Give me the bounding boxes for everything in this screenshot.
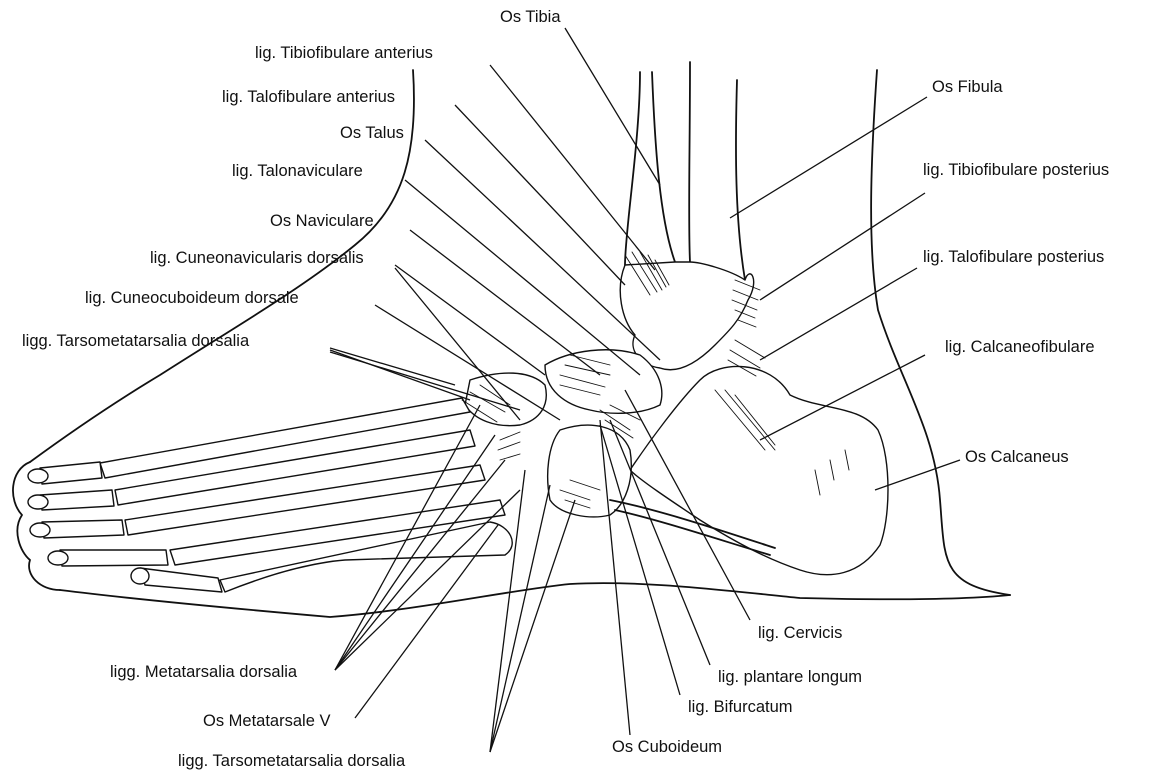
label-lig-calcaneofibulare: lig. Calcaneofibulare	[945, 338, 1095, 356]
label-lig-cervicis: lig. Cervicis	[758, 624, 842, 642]
cuneiform-shape	[465, 373, 546, 426]
label-lig-cuneocuboideum-dorsale: lig. Cuneocuboideum dorsale	[85, 289, 299, 307]
label-ligg-tarsometatarsalia-dorsalia-top: ligg. Tarsometatarsalia dorsalia	[22, 332, 250, 350]
cuboid-shape	[548, 425, 632, 517]
label-lig-bifurcatum: lig. Bifurcatum	[688, 698, 793, 716]
label-os-metatarsale-v: Os Metatarsale V	[203, 712, 330, 730]
talus-shape	[620, 262, 753, 370]
label-os-cuboideum: Os Cuboideum	[612, 738, 722, 756]
label-ligg-tarsometatarsalia-dorsalia-bottom: ligg. Tarsometatarsalia dorsalia	[178, 752, 406, 770]
label-os-tibia: Os Tibia	[500, 8, 561, 26]
label-lig-talonaviculare: lig. Talonaviculare	[232, 162, 363, 180]
label-os-naviculare: Os Naviculare	[270, 212, 374, 230]
label-lig-tibiofibulare-anterius: lig. Tibiofibulare anterius	[255, 44, 433, 62]
label-lig-talofibulare-anterius: lig. Talofibulare anterius	[222, 88, 395, 106]
label-lig-tibiofibulare-posterius: lig. Tibiofibulare posterius	[923, 161, 1109, 179]
label-os-talus: Os Talus	[340, 124, 404, 142]
navicular-shape	[545, 350, 662, 413]
label-os-calcaneus: Os Calcaneus	[965, 448, 1069, 466]
label-lig-cuneonavicularis-dorsalis: lig. Cuneonavicularis dorsalis	[150, 249, 364, 267]
label-ligg-metatarsalia-dorsalia: ligg. Metatarsalia dorsalia	[110, 663, 298, 681]
label-lig-plantare-longum: lig. plantare longum	[718, 668, 862, 686]
label-lig-talofibulare-posterius: lig. Talofibulare posterius	[923, 248, 1104, 266]
label-os-fibula: Os Fibula	[932, 78, 1003, 96]
